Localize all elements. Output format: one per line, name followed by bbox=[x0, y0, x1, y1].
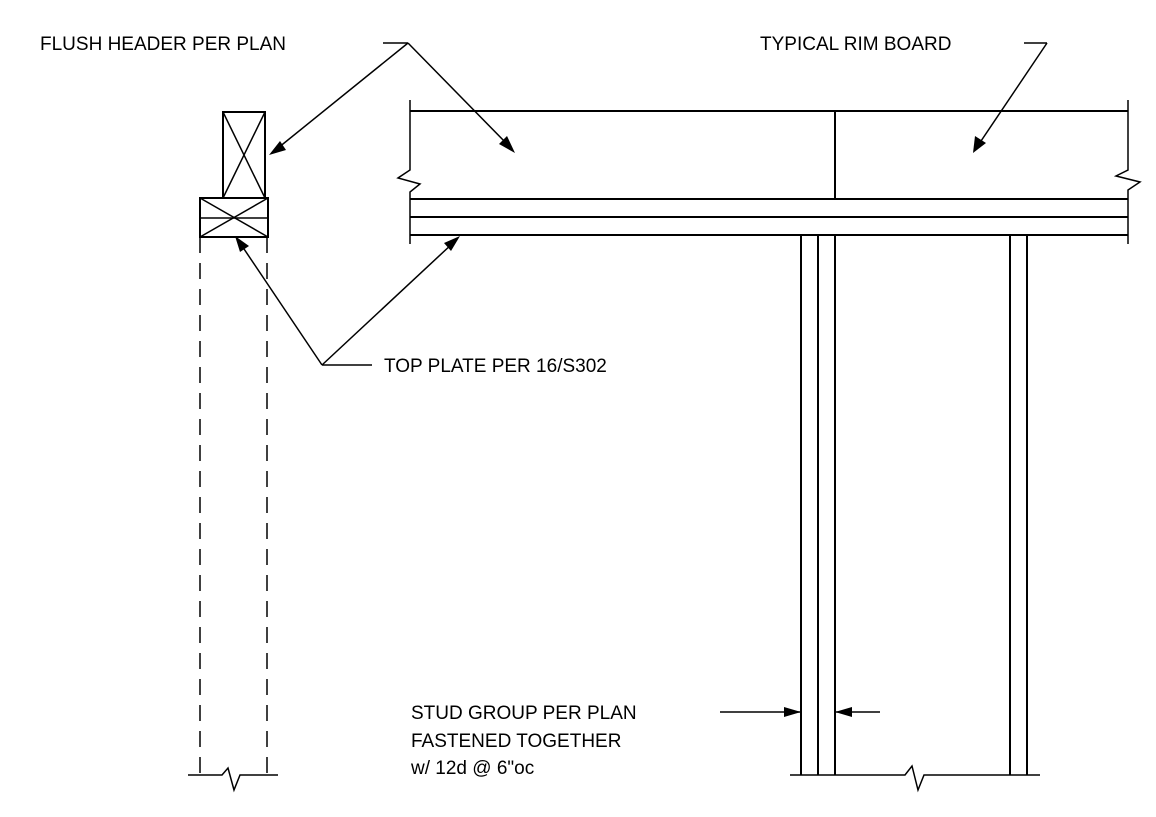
top-plate-section bbox=[199, 197, 269, 238]
label-rim-board: TYPICAL RIM BOARD bbox=[760, 34, 951, 55]
arrowhead-icon bbox=[444, 236, 460, 251]
stud-break-line bbox=[790, 764, 1040, 793]
arrowhead-icon bbox=[235, 236, 249, 252]
leader-rim-board-left bbox=[407, 42, 515, 153]
label-stud-group-line2: FASTENED TOGETHER bbox=[411, 731, 621, 752]
stud-group bbox=[790, 235, 1040, 793]
leader-rim-board-right bbox=[973, 42, 1048, 153]
leader-flush-header bbox=[269, 42, 409, 155]
arrowhead-icon bbox=[269, 141, 286, 155]
arrowhead-icon bbox=[973, 136, 986, 153]
label-flush-header: FLUSH HEADER PER PLAN bbox=[40, 34, 286, 55]
rim-board-section bbox=[396, 100, 1142, 244]
top-plate-cross-b bbox=[199, 197, 269, 238]
flush-header-section bbox=[222, 111, 266, 199]
dashed-wall-below bbox=[188, 237, 278, 793]
rim-board-right-break bbox=[1113, 100, 1142, 244]
flush-header-cross-b bbox=[222, 111, 266, 199]
wall-break-line bbox=[188, 766, 278, 793]
arrowhead-icon bbox=[784, 707, 801, 717]
double-top-plate bbox=[410, 216, 1128, 236]
arrowhead-icon bbox=[835, 707, 852, 717]
rim-board-left-break bbox=[396, 100, 422, 244]
label-stud-group-line3: w/ 12d @ 6"oc bbox=[410, 758, 534, 779]
leader-top-plate bbox=[235, 236, 460, 366]
arrowhead-icon bbox=[499, 136, 515, 153]
label-stud-group-line1: STUD GROUP PER PLAN bbox=[411, 703, 637, 724]
label-top-plate: TOP PLATE PER 16/S302 bbox=[384, 356, 607, 377]
leader-stud-group bbox=[720, 707, 880, 717]
